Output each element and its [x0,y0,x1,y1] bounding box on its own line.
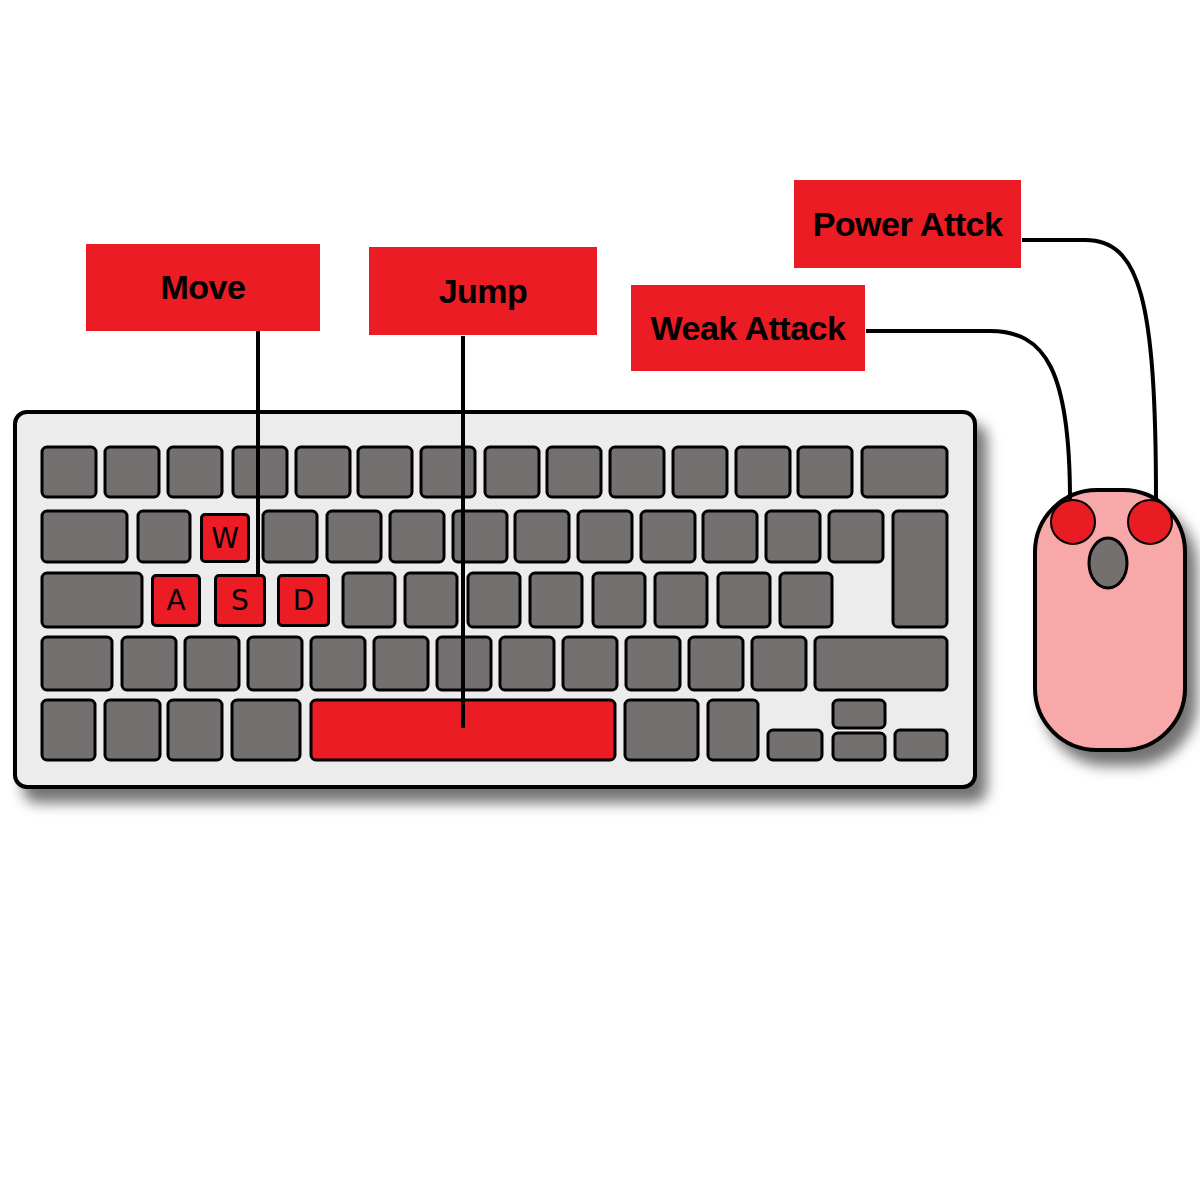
key [343,573,395,627]
key [421,447,475,497]
key [610,447,664,497]
key [736,447,790,497]
label-text: Jump [439,272,528,311]
right-mouse-button [1128,500,1172,544]
key [358,447,412,497]
key [468,573,520,627]
action-label: Weak Attack [631,285,865,371]
key [168,700,222,760]
label-text: S [231,584,249,617]
leader-line [256,331,260,574]
key [815,637,947,690]
key [138,511,190,562]
arrow-key [833,733,885,760]
key [689,637,743,690]
action-label: Power Attck [794,180,1021,268]
label-text: D [293,584,315,617]
arrow-key [768,730,822,760]
key [655,573,707,627]
keys [42,447,947,760]
key [673,447,727,497]
key [327,511,381,562]
key [626,637,680,690]
key [185,637,239,690]
key [42,637,112,690]
key [263,511,317,562]
key [708,700,758,760]
key [405,573,457,627]
highlighted-key: D [277,574,330,627]
key [563,637,617,690]
key [374,637,428,690]
key [296,447,350,497]
key [752,637,806,690]
key [862,447,947,497]
leader-line [461,336,465,728]
key [248,637,302,690]
key [547,447,601,497]
key [829,511,883,562]
action-label: Move [86,244,320,331]
arrow-key [895,730,947,760]
label-text: Power Attck [813,205,1003,244]
scroll-wheel [1089,538,1127,588]
key [641,511,695,562]
leader-line [1022,240,1156,500]
arrow-key [833,700,885,728]
enter-key [893,511,947,627]
key [390,511,444,562]
label-text: W [211,522,239,555]
highlighted-key: W [200,513,250,563]
key [42,511,127,562]
mouse-body [1035,490,1185,750]
left-mouse-button [1051,500,1095,544]
label-text: Move [161,268,246,307]
keyboard-body [15,412,975,787]
key [593,573,645,627]
key [780,573,832,627]
key [42,700,95,760]
key [42,573,142,627]
key [766,511,820,562]
key [703,511,757,562]
key [232,700,300,760]
key [311,637,365,690]
leader-line [866,331,1070,500]
label-text: A [166,584,185,617]
key [500,637,554,690]
key [485,447,539,497]
key [578,511,632,562]
key [798,447,852,497]
key [122,637,176,690]
key [168,447,222,497]
highlighted-key: A [151,574,201,627]
key [105,447,159,497]
action-label: Jump [369,247,597,335]
label-text: Weak Attack [651,309,846,348]
key [42,447,96,497]
key [105,700,160,760]
key [515,511,569,562]
highlighted-key: S [214,574,266,627]
key [718,573,770,627]
key [530,573,582,627]
key [625,700,698,760]
